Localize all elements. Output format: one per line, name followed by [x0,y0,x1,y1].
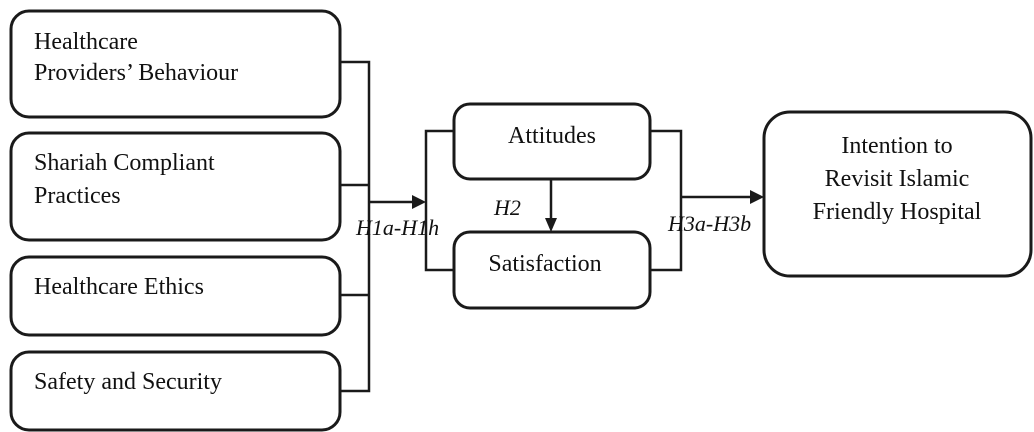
label-ethics: Healthcare Ethics [34,274,204,300]
label-safety: Safety and Security [34,369,222,395]
input-bracket [340,60,371,393]
label-behaviour-line2: Providers’ Behaviour [34,60,238,86]
label-shariah-line2: Practices [34,183,121,209]
hypothesis-h2-label: H2 [493,195,521,220]
box-intention-to-revisit [762,110,1033,278]
label-satisfaction: Satisfaction [488,251,601,277]
arrow-h3-head [750,190,764,204]
box-healthcare-providers-behaviour [9,9,342,119]
label-shariah-line1: Shariah Compliant [34,150,215,176]
label-attitudes: Attitudes [508,123,596,149]
mediator-right-bracket [650,129,683,272]
label-behaviour-line1: Healthcare [34,29,138,55]
arrow-h2-head [545,218,557,232]
label-outcome-line3: Friendly Hospital [813,199,982,225]
box-shariah-compliant-practices [9,131,342,242]
hypothesis-h3-label: H3a-H3b [667,211,751,236]
label-outcome-line1: Intention to [841,133,952,159]
arrow-h1-head [412,195,426,209]
mediator-left-bracket [424,129,454,272]
label-outcome-line2: Revisit Islamic [825,166,970,192]
